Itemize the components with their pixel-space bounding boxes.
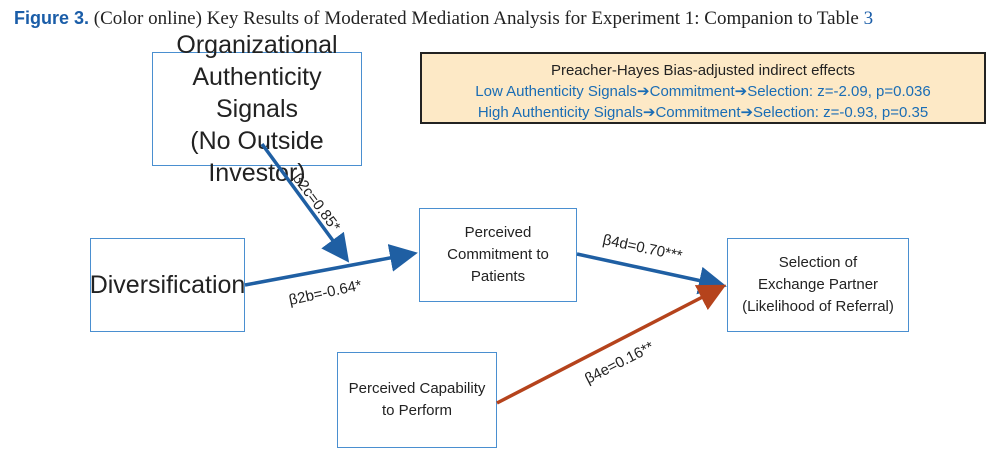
note-line-high: High Authenticity Signals➔Commitment➔Sel… [477,104,929,121]
note-line-low: Low Authenticity Signals➔Commitment➔Sele… [475,83,931,100]
node-line: Diversification [89,271,246,299]
node-line: Authenticity Signals [192,63,322,123]
node-line: to Perform [381,402,453,419]
arrow-authenticity-to-path [260,142,350,263]
node-line: Organizational [176,31,338,59]
table-link[interactable]: 3 [863,8,874,29]
node-line: Exchange Partner [757,276,879,293]
figure-label: Figure 3. [14,8,90,28]
arrow-commitment-to-selection [576,252,727,295]
node-line: Patients [470,268,526,285]
node-line: Selection of [778,254,858,271]
figure-caption: Figure 3. (Color online) Key Results of … [14,8,873,30]
node-diversification: Diversification [90,238,245,332]
caption-text: (Color online) Key Results of Moderated … [93,8,859,29]
node-line: Perceived Capability [348,380,486,397]
node-line: Commitment to [447,246,549,263]
note-heading: Preacher-Hayes Bias-adjusted indirect ef… [550,62,856,79]
label-b2b: β2b=-0.64* [287,277,363,309]
arrow-capability-to-selection [496,284,727,405]
label-b2c: β2c=0.85* [289,170,344,235]
arrow-diversification-to-commitment [244,244,418,287]
node-selection-of-partner: Selection of Exchange Partner (Likelihoo… [727,238,909,332]
node-perceived-commitment: Perceived Commitment to Patients [419,208,577,302]
label-b4d: β4d=0.70*** [601,231,684,264]
label-b4e: β4e=0.16** [582,338,657,387]
indirect-effects-note: Preacher-Hayes Bias-adjusted indirect ef… [420,52,986,124]
node-line: (Likelihood of Referral) [742,298,894,315]
node-perceived-capability: Perceived Capability to Perform [337,352,497,448]
node-line: Perceived [464,224,532,241]
